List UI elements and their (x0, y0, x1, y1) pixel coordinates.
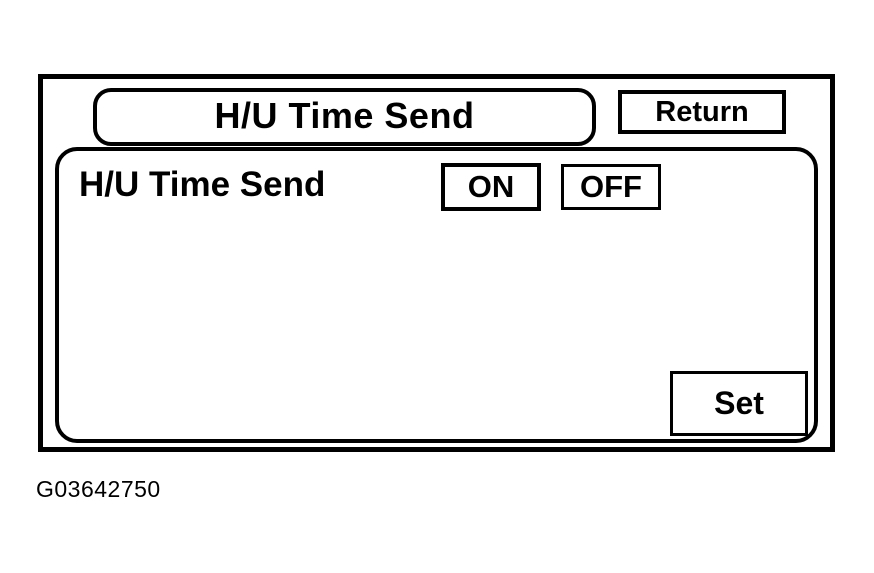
on-button[interactable]: ON (441, 163, 541, 211)
screen-title-box: H/U Time Send (93, 88, 596, 146)
figure-id-caption: G03642750 (36, 476, 161, 502)
return-button[interactable]: Return (618, 90, 786, 134)
head-unit-screen-frame: H/U Time Send Return H/U Time Send ON OF… (38, 74, 835, 452)
settings-panel: H/U Time Send ON OFF Set (55, 147, 818, 443)
page-title: H/U Time Send (214, 95, 475, 136)
off-button[interactable]: OFF (561, 164, 661, 210)
setting-label-hu-time-send: H/U Time Send (79, 165, 326, 204)
set-button[interactable]: Set (670, 371, 808, 436)
